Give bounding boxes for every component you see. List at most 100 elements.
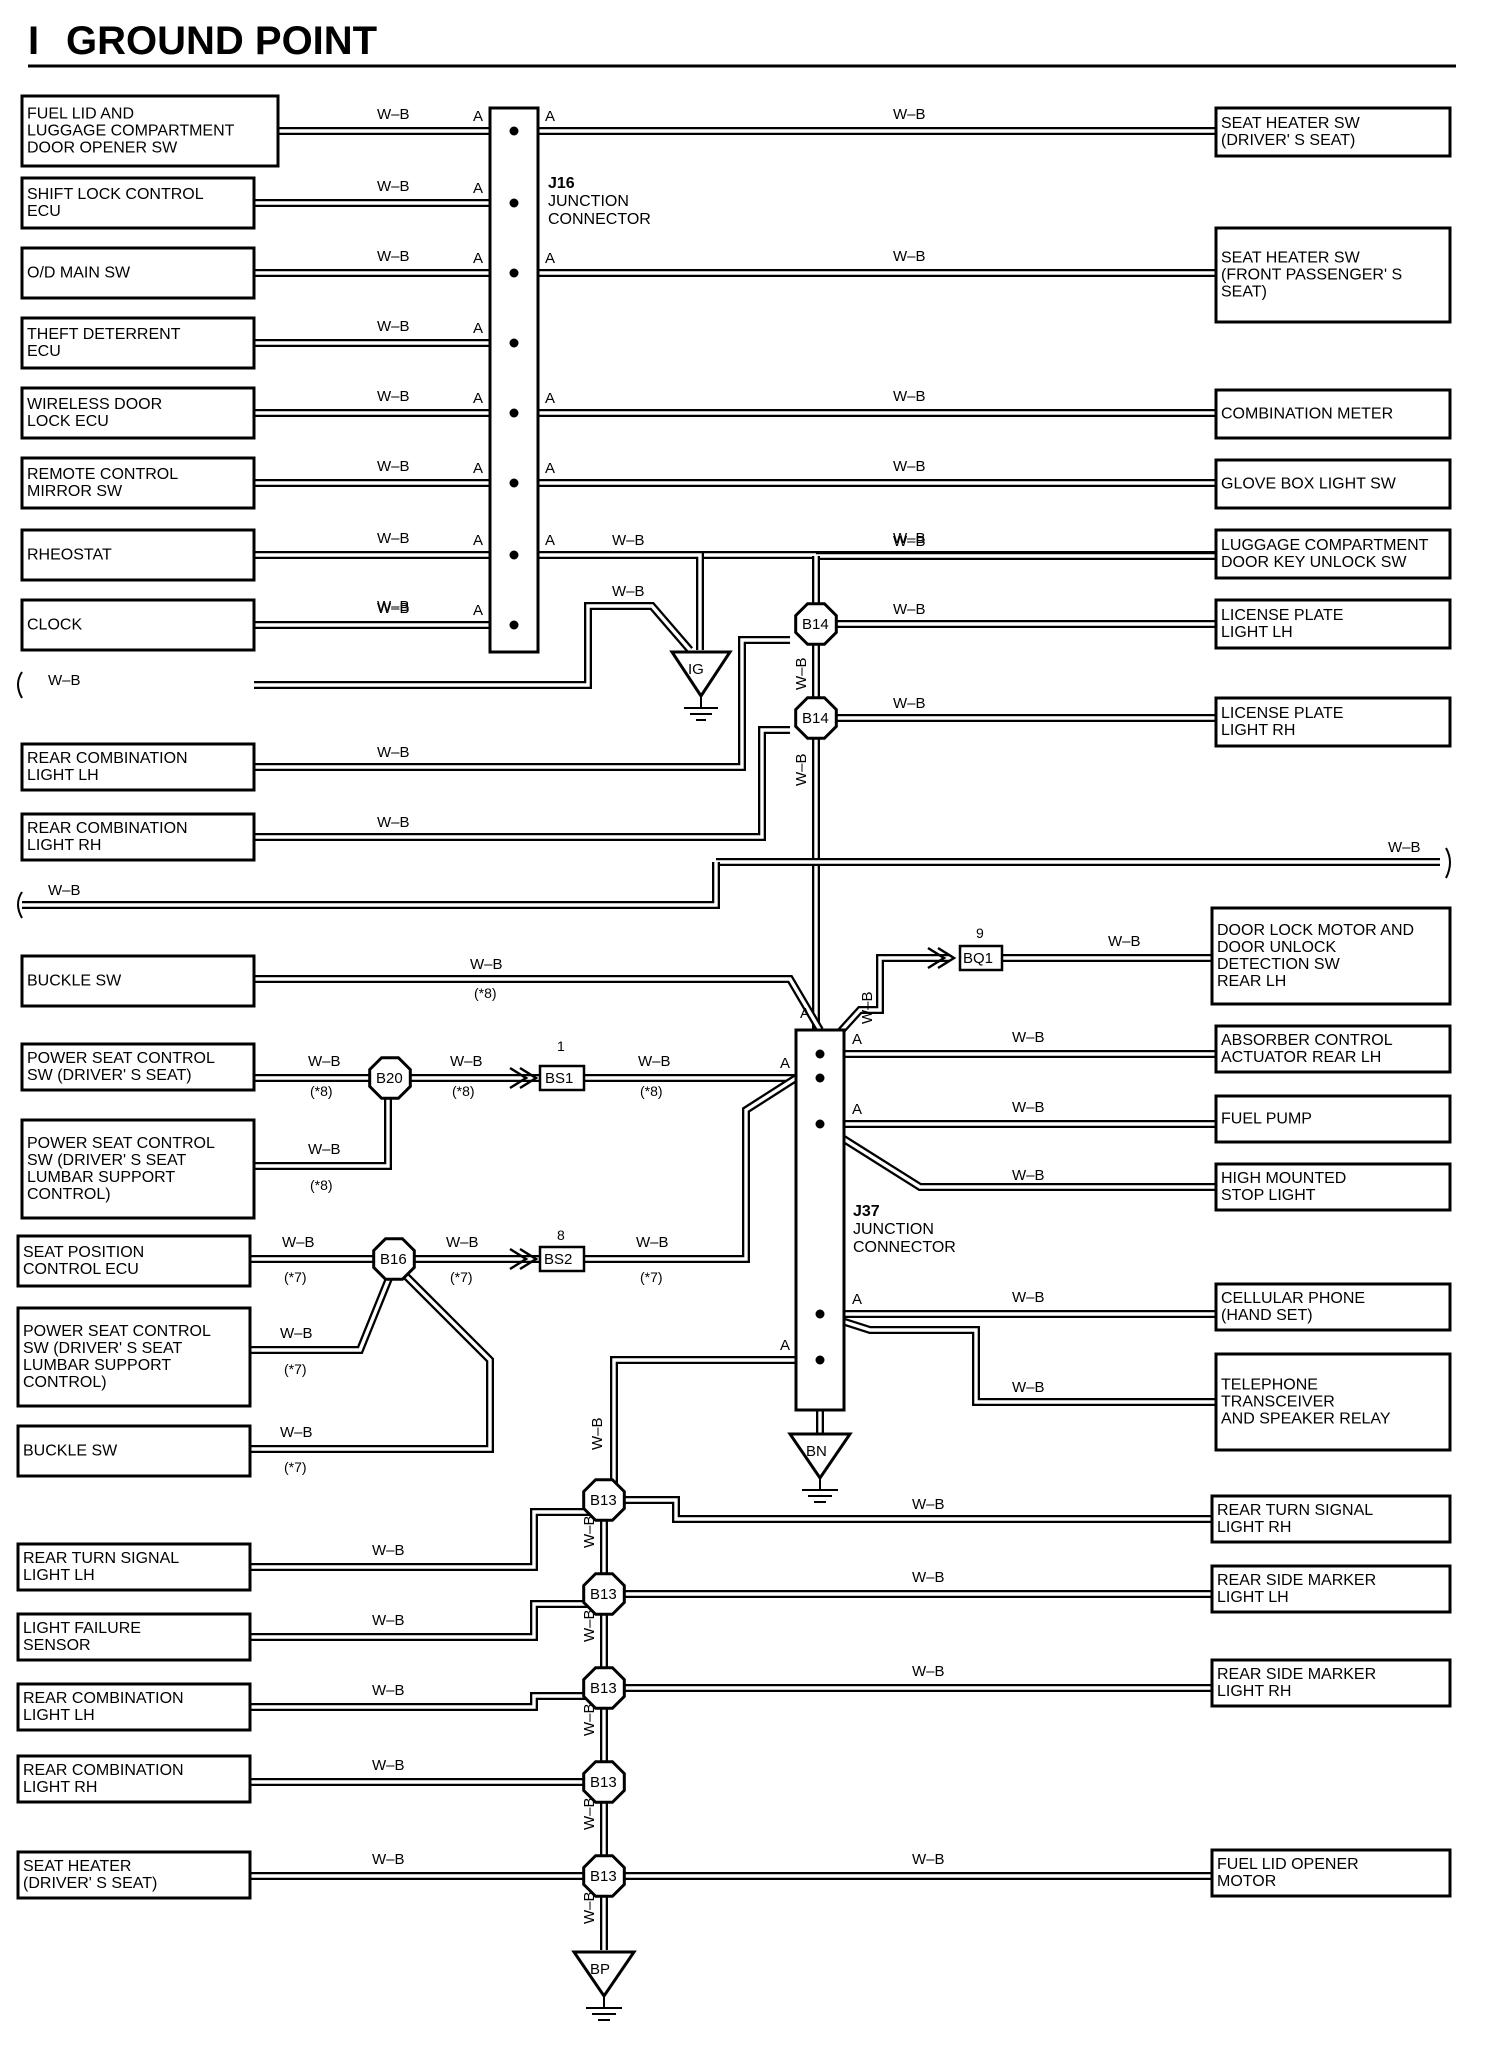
ig-ground-triangle <box>669 650 733 699</box>
through-wire-lower <box>22 862 720 909</box>
buckle-sw-1-box <box>20 954 256 1008</box>
rear-side-marker-lh-label: REAR SIDE MARKER <box>1217 1572 1376 1589</box>
rear-comb-rh-1-box <box>20 812 256 862</box>
lumbar-2-wire-core <box>250 1265 396 1352</box>
license-plate-rh-label: LIGHT RH <box>1221 722 1295 739</box>
wire-color-label: W–B <box>612 532 645 549</box>
cellular-phone-box <box>1214 1282 1452 1332</box>
wire-color-label: W–B <box>1012 1029 1045 1046</box>
license-plate-lh-label: LIGHT LH <box>1221 624 1293 641</box>
wire-color-label: W–B <box>372 1757 405 1774</box>
bq1-arrow <box>927 946 957 970</box>
junction-dot <box>815 1355 825 1365</box>
buckle-sw-1-label: BUCKLE SW <box>27 973 122 990</box>
junction-dot <box>509 268 519 278</box>
buckle-sw-2-label: BUCKLE SW <box>23 1443 118 1460</box>
wire-color-label: W–B <box>446 1234 479 1251</box>
wire-color-label: W–B <box>48 672 81 689</box>
rear-side-marker-lh-label: LIGHT LH <box>1217 1589 1289 1606</box>
wire-color-label: W–B <box>372 1542 405 1559</box>
wire-color-label: W–B <box>912 1663 945 1680</box>
bp-ground-label: BP <box>590 1961 610 1978</box>
wire-break-mark <box>17 891 23 919</box>
bq1-label: BQ1 <box>963 950 993 967</box>
absorber-actuator-label: ABSORBER CONTROL <box>1221 1032 1393 1049</box>
note-label: (*7) <box>284 1269 307 1285</box>
seat-heater-driver-l-label: SEAT HEATER <box>23 1858 131 1875</box>
power-seat-driver-box <box>20 1042 256 1092</box>
bq1-connector <box>958 944 1004 972</box>
rear-comb-lh-2-label: LIGHT LH <box>23 1707 95 1724</box>
rheostat-ig-core <box>514 553 702 650</box>
b14-connector <box>794 602 838 646</box>
lumbar-2-wire <box>250 1264 398 1354</box>
b14-label: B14 <box>802 710 829 727</box>
j37-label-line1: JUNCTION <box>853 1221 934 1238</box>
pin-a-label: A <box>473 320 483 337</box>
rheostat-label: RHEOSTAT <box>27 547 112 564</box>
pin-a-label: A <box>473 250 483 267</box>
wire-color-label: W–B <box>893 695 926 712</box>
seat-heater-sw-pass-label: SEAT) <box>1221 284 1267 301</box>
wire-color-label: W–B <box>377 178 410 195</box>
seat-heater-sw-driver-label: SEAT HEATER SW <box>1221 115 1361 132</box>
wire-color-label-vertical: W–B <box>859 991 876 1024</box>
rear-comb-lh-1-wire-core <box>254 638 790 769</box>
bp-ground-symbol <box>586 1996 622 2021</box>
absorber-actuator-label: ACTUATOR REAR LH <box>1221 1049 1381 1066</box>
wire-color-label: W–B <box>308 1141 341 1158</box>
wire-color-label: W–B <box>377 458 410 475</box>
glove-box-light-sw-box <box>1214 458 1452 510</box>
junction-dot <box>509 550 519 560</box>
power-seat-lumbar-1-label: CONTROL) <box>27 1186 111 1203</box>
fuel-lid-opener-motor-label: MOTOR <box>1217 1873 1276 1890</box>
fuel-pump-box <box>1214 1094 1452 1144</box>
component-cellular-phone: CELLULAR PHONE(HAND SET) <box>1214 1282 1452 1332</box>
rear-comb-rh-1-label: REAR COMBINATION <box>27 820 188 837</box>
wire-break-mark <box>17 671 23 699</box>
wire-color-label-vertical: W–B <box>581 1609 598 1642</box>
seat-position-ecu-box <box>16 1234 252 1288</box>
ig-ground-symbol <box>684 696 718 721</box>
shift-lock-ecu-box <box>20 176 256 230</box>
wire-color-label: W–B <box>308 1053 341 1070</box>
door-lock-motor-label: DOOR UNLOCK <box>1217 939 1336 956</box>
rear-comb-lh-2-box <box>16 1682 252 1732</box>
pin-a-label: A <box>473 390 483 407</box>
b13-connector <box>582 1572 626 1616</box>
telephone-transceiver-label: AND SPEAKER RELAY <box>1221 1411 1391 1428</box>
od-main-sw-label: O/D MAIN SW <box>27 265 131 282</box>
high-mounted-stop-box <box>1214 1162 1452 1212</box>
theft-deterrent-ecu-label: ECU <box>27 343 61 360</box>
pin-a-label: A <box>545 250 555 267</box>
b16-connector <box>372 1237 416 1281</box>
bp-ground-triangle <box>571 1950 637 1999</box>
luggage-key-unlock-sw-label: LUGGAGE COMPARTMENT <box>1221 537 1429 554</box>
b13-label: B13 <box>590 1774 617 1791</box>
rear-turn-rh-label: REAR TURN SIGNAL <box>1217 1502 1373 1519</box>
rheostat-box <box>20 528 256 582</box>
title-marker: I <box>28 19 39 63</box>
wire-color-label-vertical: W–B <box>581 1515 598 1548</box>
wire-color-label: W–B <box>912 1569 945 1586</box>
od-main-sw-box <box>20 246 256 300</box>
light-failure-sensor-label: LIGHT FAILURE <box>23 1620 141 1637</box>
component-glove-box-light-sw: GLOVE BOX LIGHT SW <box>1214 458 1452 510</box>
power-seat-lumbar-1-box <box>20 1118 256 1220</box>
seat-heater-sw-pass-box <box>1214 226 1452 324</box>
seat-heater-sw-pass-label: (FRONT PASSENGER' S <box>1221 267 1402 284</box>
power-seat-lumbar-1-label: LUMBAR SUPPORT <box>27 1169 175 1186</box>
glove-box-light-sw-label: GLOVE BOX LIGHT SW <box>1221 476 1397 493</box>
remote-mirror-sw-box <box>20 456 256 510</box>
fuel-lid-opener-sw-box <box>20 94 280 168</box>
wire-color-label-vertical: W–B <box>581 1703 598 1736</box>
